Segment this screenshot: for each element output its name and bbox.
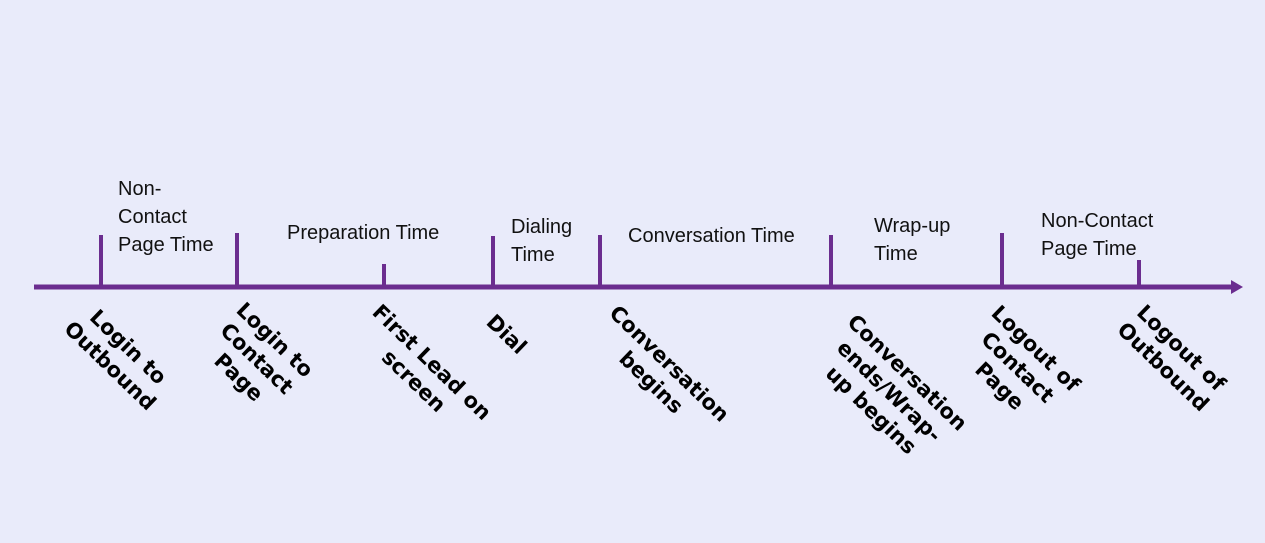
interval-label-conversation-time: Conversation Time [628, 222, 795, 250]
timeline-ticks [99, 233, 1141, 287]
interval-line: Non- [118, 178, 162, 200]
interval-label-dialing-time: Dialing Time [511, 213, 572, 269]
interval-label-non-contact-page-time: Non- Contact Page Time [118, 175, 214, 259]
interval-line: Conversation Time [628, 225, 795, 247]
interval-line: Dialing [511, 216, 573, 238]
timeline-arrowhead [1231, 280, 1243, 294]
interval-line: Page Time [118, 234, 214, 256]
interval-line: Preparation Time [287, 222, 440, 244]
interval-line: Time [511, 244, 555, 266]
interval-line: Contact [118, 206, 187, 228]
interval-line: Non-Contact [1041, 210, 1154, 232]
interval-label-non-contact-page-time-end: Non-Contact Page Time [1041, 207, 1153, 263]
interval-line: Time [874, 243, 918, 265]
interval-line: Page Time [1041, 238, 1137, 260]
interval-label-preparation-time: Preparation Time [287, 219, 439, 247]
interval-label-wrap-up-time: Wrap-up Time [874, 212, 950, 268]
interval-line: Wrap-up [874, 215, 951, 237]
